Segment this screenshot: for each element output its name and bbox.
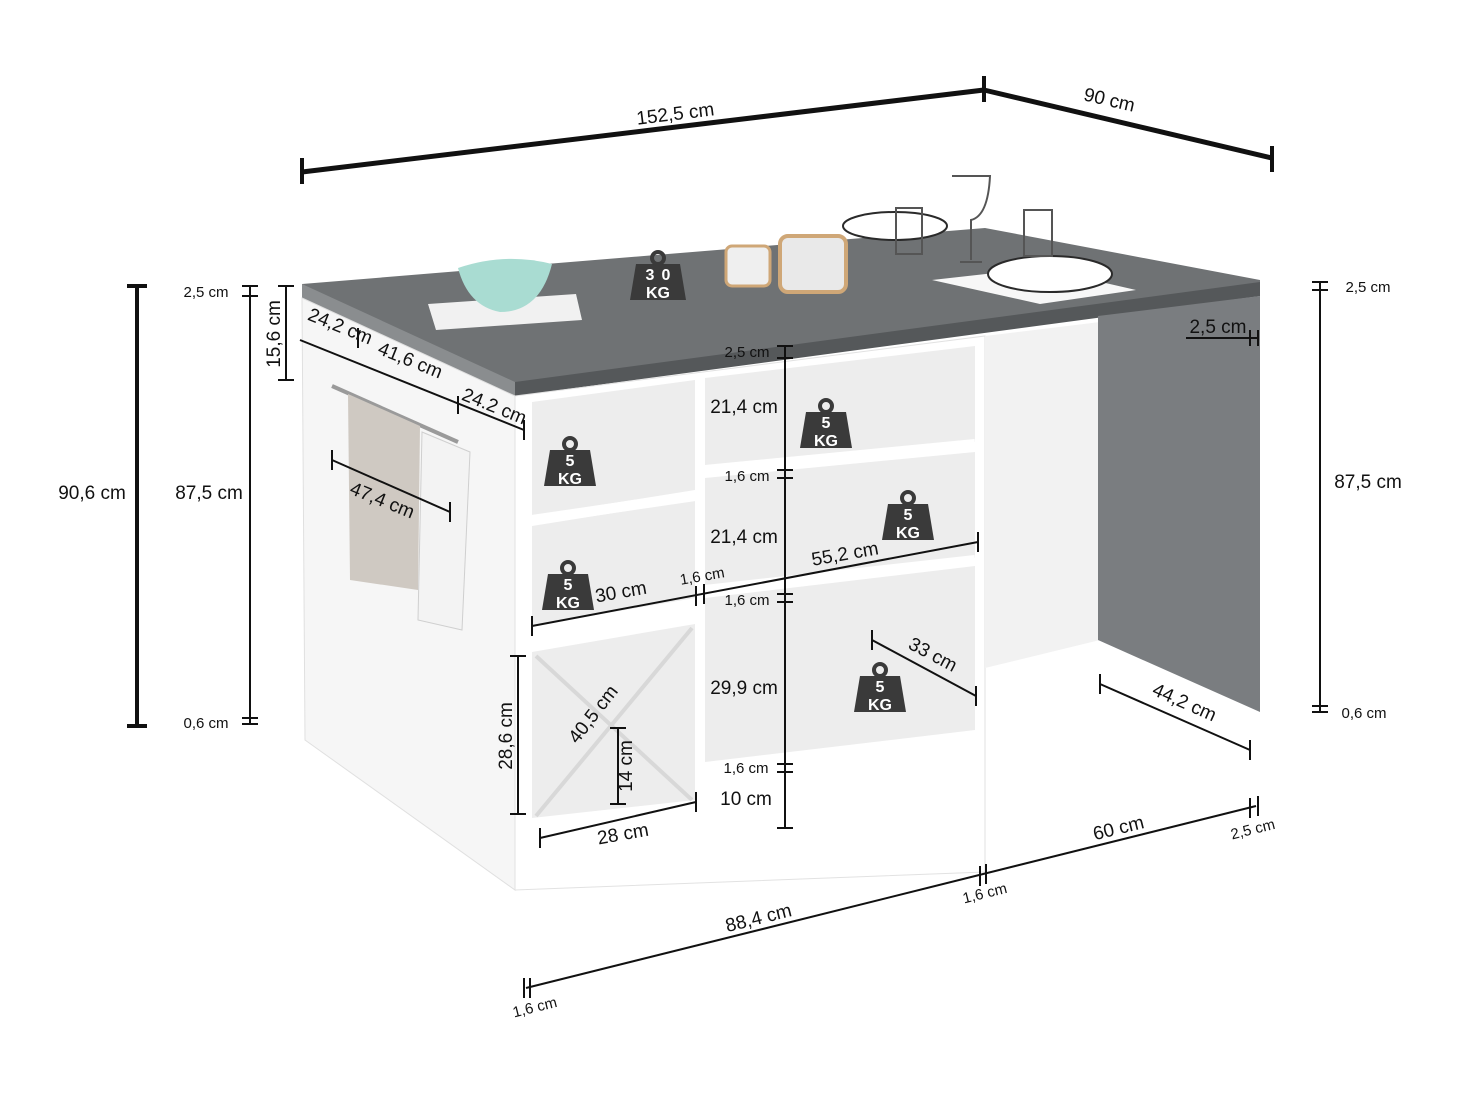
svg-text:KG: KG — [814, 433, 838, 450]
svg-text:KG: KG — [646, 285, 670, 302]
towel-rail — [331, 384, 459, 444]
shelf-board — [704, 439, 976, 475]
compartment-right-3 — [705, 566, 975, 762]
label-base-left-board: 1,6 cm — [511, 994, 559, 1021]
weight-icon-5kg: 5 KG — [544, 436, 596, 488]
label-base-right-board: 2,5 cm — [1229, 816, 1277, 843]
towel-white — [417, 431, 471, 631]
tray — [428, 294, 582, 330]
weight-icon-30kg: 3 0 KG — [630, 250, 686, 302]
dim-line-towel-rail — [331, 459, 451, 513]
label-right-plinth: 0,6 cm — [1341, 705, 1386, 722]
open-cavity-back — [985, 322, 1100, 668]
label-base-mid-board: 1,6 cm — [961, 880, 1009, 907]
countertop-side-edge — [302, 284, 515, 396]
label-body-height: 87,5 cm — [175, 483, 243, 504]
dim-line-shelf-depth — [871, 639, 977, 697]
label-shelf-top-gap: 2,5 cm — [724, 344, 769, 361]
svg-text:KG: KG — [558, 471, 582, 488]
weight-icon-5kg: 5 KG — [800, 398, 852, 450]
glass — [1023, 209, 1053, 257]
kitchen-island — [301, 175, 1260, 891]
label-right-panel: 2,5 cm — [1189, 317, 1246, 338]
jar-large — [778, 234, 848, 294]
compartment-right-1 — [705, 346, 975, 468]
shelf-board — [531, 491, 696, 525]
label-left-plinth: 0,6 cm — [183, 715, 228, 732]
label-right-height: 87,5 cm — [1334, 472, 1402, 493]
svg-text:0: 0 — [662, 267, 671, 284]
dim-line-side-depth — [299, 339, 525, 431]
wine-rack-bar — [534, 626, 694, 818]
label-shelf-board-1: 1,6 cm — [724, 468, 769, 485]
right-end-panel — [1098, 296, 1260, 712]
label-top-depth: 90 cm — [1082, 85, 1137, 117]
label-shelf-board-2: 1,6 cm — [724, 592, 769, 609]
countertop-front-edge — [515, 282, 1260, 396]
dimension-lines — [127, 76, 1328, 998]
label-drawer: 15,6 cm — [264, 300, 285, 368]
label-right-top: 2,5 cm — [1345, 279, 1390, 296]
label-left-top: 2,5 cm — [183, 284, 228, 301]
svg-text:5: 5 — [564, 577, 573, 594]
dim-line-wine-width — [539, 801, 697, 839]
jar-small — [724, 244, 772, 288]
compartment-right-2 — [705, 452, 975, 586]
svg-text:KG: KG — [868, 697, 892, 714]
svg-text:5: 5 — [904, 507, 913, 524]
weight-icon-5kg: 5 KG — [882, 490, 934, 542]
dim-line-right-depth — [1099, 683, 1251, 751]
bowl — [458, 258, 552, 312]
label-total-height: 90,6 cm — [58, 483, 126, 504]
label-shelf-board-3: 1,6 cm — [723, 760, 768, 777]
wine-glass — [952, 175, 992, 263]
label-shelf-h2: 21,4 cm — [710, 527, 778, 548]
towel-grey — [348, 394, 420, 590]
glass — [895, 207, 923, 255]
label-plinth: 10 cm — [720, 789, 772, 810]
dim-line-base — [525, 805, 1257, 989]
label-wine-small: 14 cm — [616, 740, 637, 792]
svg-text:KG: KG — [896, 525, 920, 542]
label-base-width: 88,4 cm — [723, 900, 794, 937]
weight-icon-5kg: 5 KG — [854, 662, 906, 714]
svg-text:3: 3 — [646, 267, 655, 284]
svg-text:5: 5 — [876, 679, 885, 696]
dim-line-top-depth — [983, 87, 1273, 161]
label-shelf-h1: 21,4 cm — [710, 397, 778, 418]
label-shelf-h3: 29,9 cm — [710, 678, 778, 699]
plate — [987, 255, 1113, 293]
shelf-board — [531, 607, 696, 645]
svg-text:5: 5 — [566, 453, 575, 470]
svg-text:5: 5 — [822, 415, 831, 432]
dim-line-inner-width — [531, 541, 979, 627]
dim-line-top-width — [301, 87, 985, 175]
label-wine-height: 28,6 cm — [496, 702, 517, 770]
weight-icon-5kg: 5 KG — [542, 560, 594, 612]
svg-text:KG: KG — [556, 595, 580, 612]
